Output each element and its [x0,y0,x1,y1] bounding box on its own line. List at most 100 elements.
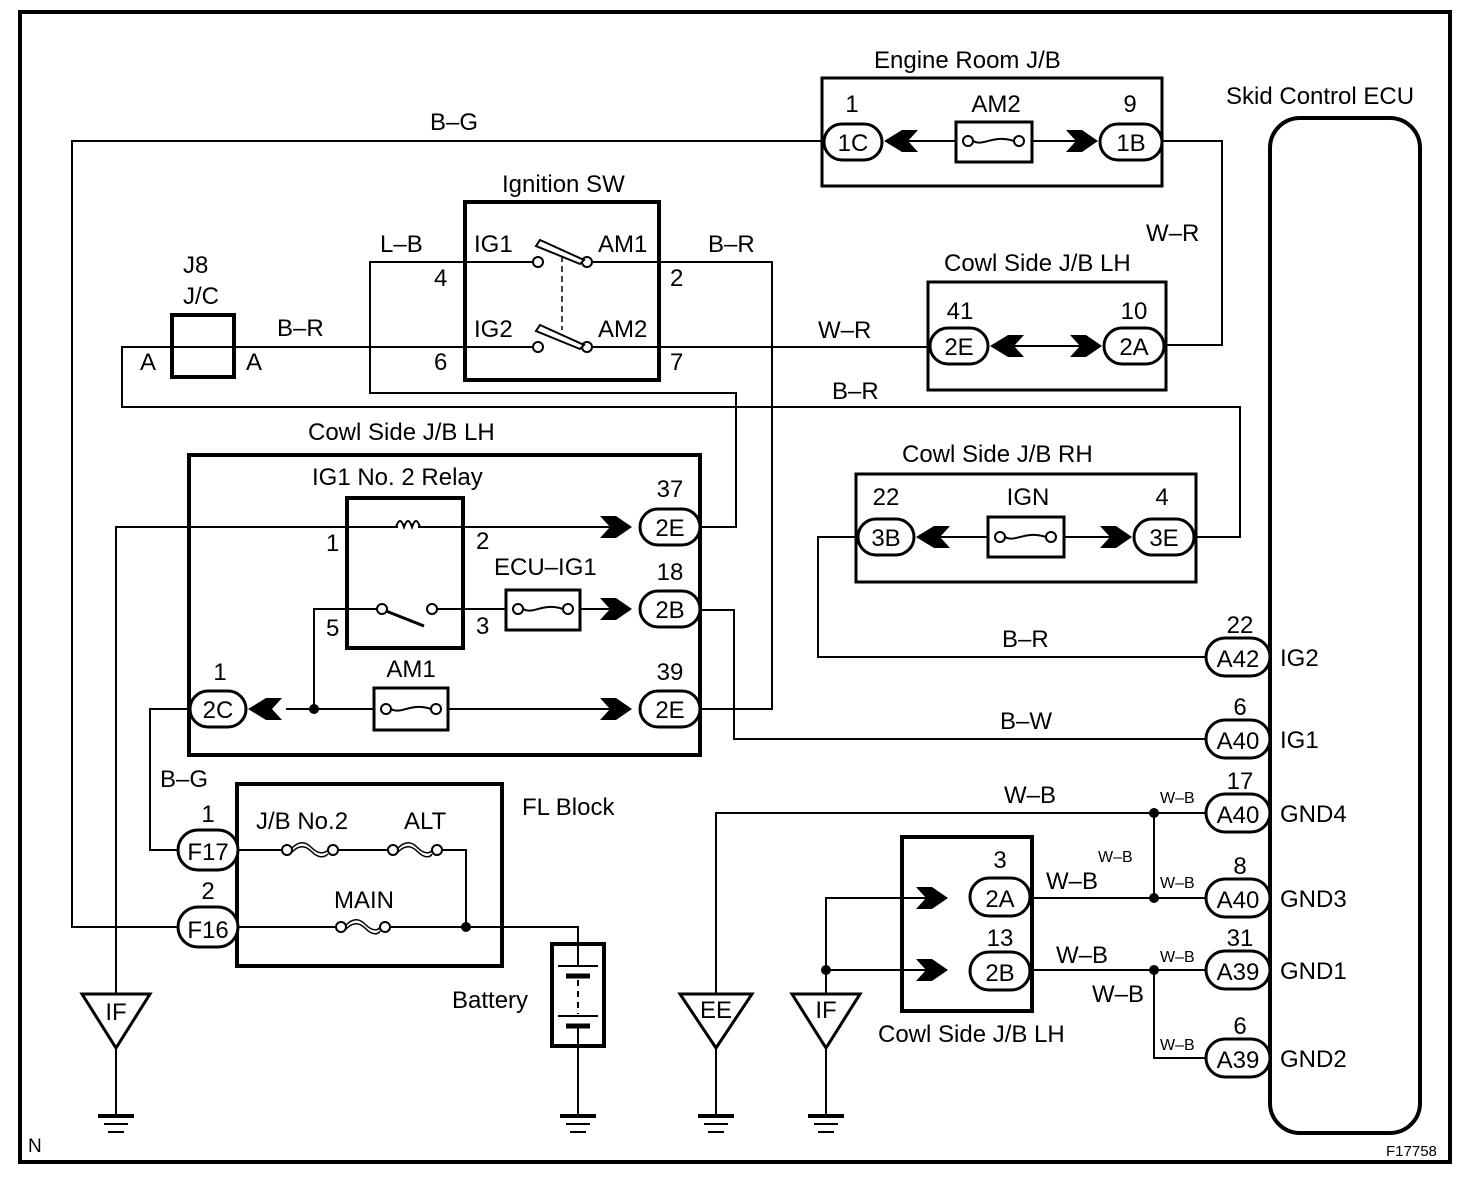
fusible-link-main [335,919,391,935]
switch-blade-icon [534,323,586,351]
engine-room-jb-title: Engine Room J/B [874,47,1061,74]
svg-text:IG1 No. 2 Relay: IG1 No. 2 Relay [312,464,483,491]
wire-br-am1 [587,261,773,710]
wire-label: B–G [160,766,208,793]
connector-2b-bottom [968,950,1032,992]
ignition-sw-title: Ignition SW [502,171,625,198]
ecu-terminal-pin: 8 [1233,853,1246,880]
ecu-connector [1204,877,1272,919]
ground-battery [560,1114,596,1133]
junction-dot [309,704,319,714]
svg-text:Cowl Side J/B LH: Cowl Side J/B LH [308,419,495,446]
connector-2b-18 [638,589,702,629]
svg-text:4: 4 [434,265,447,292]
ground-if-right: IF [789,992,863,1133]
wire-br-ig2 [121,346,1241,538]
ecu-terminal-pin: 6 [1233,694,1246,721]
svg-text:22: 22 [873,484,900,511]
svg-text:5: 5 [326,615,339,642]
svg-text:2E: 2E [655,515,684,542]
svg-text:2A: 2A [985,886,1014,913]
svg-text:7: 7 [670,349,683,376]
junction-dots [309,704,1159,975]
wire-label: L–B [380,231,423,258]
svg-text:2B: 2B [655,597,684,624]
engine-room-jb: Engine Room J/B 1 1C AM2 9 1B [820,47,1164,188]
svg-text:3: 3 [476,613,489,640]
svg-text:1: 1 [213,659,226,686]
ecu-connector-code: A40 [1217,887,1260,914]
cowl-side-jb-lh-top: Cowl Side J/B LH 41 2E 10 2A [926,250,1168,392]
connector-2e-37 [638,507,702,547]
wire-label: W–B [1160,790,1195,807]
connector-2a [1102,326,1166,366]
skid-ecu-title: Skid Control ECU [1226,83,1414,110]
wire-label: W–B [1046,868,1098,895]
wire-bw-a40 [700,609,1206,740]
connector-2a-bottom [968,876,1032,918]
wire-label: W–B [1098,849,1133,866]
ignition-switch: Ignition SW IG1 AM1 IG2 AM2 4 2 6 7 [370,171,683,382]
svg-text:IG2: IG2 [474,316,513,343]
svg-text:AM2: AM2 [598,316,647,343]
wire-label: W–B [1056,942,1108,969]
fusible-link-alt [387,842,443,858]
svg-text:13: 13 [987,925,1014,952]
connector-2e-39 [638,689,702,729]
ground-point-icon [789,992,863,1051]
wire-bg-f17 [149,708,190,851]
junction-dot [821,965,831,975]
earth-ground-icon [98,1114,134,1133]
svg-text:3: 3 [993,847,1006,874]
ground-ee: EE [677,992,755,1133]
ecu-terminal-pin: 6 [1233,1013,1246,1040]
connector-3e [1132,517,1196,557]
ground-point-icon [79,992,153,1051]
svg-text:J/B No.2: J/B No.2 [256,808,348,835]
connector-1b [1098,122,1164,162]
relay-contact-icon [385,609,425,628]
wire-label: B–R [708,231,755,258]
wire-label: W–B [1160,949,1195,966]
ecu-connector-code: A39 [1217,1047,1260,1074]
svg-text:1C: 1C [838,130,869,157]
svg-text:6: 6 [434,349,447,376]
svg-text:3E: 3E [1149,525,1178,552]
svg-text:1B: 1B [1116,130,1145,157]
svg-text:ALT: ALT [404,808,447,835]
wire-label: W–R [818,317,871,344]
svg-text:IF: IF [105,999,126,1026]
cowl-side-jb-rh: Cowl Side J/B RH 22 3B IGN 4 3E [854,441,1198,584]
svg-text:2B: 2B [985,960,1014,987]
ecu-terminal-name: IG2 [1280,645,1319,672]
svg-text:2E: 2E [655,697,684,724]
earth-ground-icon [808,1114,844,1133]
connector-arrow-icon [1066,130,1098,152]
fusible-link-jb2 [281,842,339,858]
wire-label: B–R [277,315,324,342]
fl-block: FL Block J/B No.2 ALT MAIN 1 F17 2 F16 [176,782,615,968]
ecu-terminal-name: GND4 [1280,801,1347,828]
wire-bg-main [71,140,822,928]
svg-text:39: 39 [657,659,684,686]
junction-dot [1149,965,1159,975]
svg-text:J8: J8 [183,252,208,279]
svg-text:ECU–IG1: ECU–IG1 [494,554,597,581]
svg-text:1: 1 [845,91,858,118]
wire-label: B–W [1000,708,1052,735]
ecu-connector [1204,1037,1272,1079]
wire-wb-gnd4 [715,812,1206,993]
connector-arrow-icon [600,598,632,620]
ecu-terminal-name: GND1 [1280,958,1347,985]
svg-text:AM1: AM1 [386,656,435,683]
svg-text:A: A [246,349,262,376]
wire-label: B–R [832,378,879,405]
svg-text:A: A [140,349,156,376]
wire-label: B–R [1002,626,1049,653]
wire-labels: B–G L–B B–R B–R W–R W–R B–R B–R B–W B–G … [160,109,1199,1054]
wire-label: W–B [1160,875,1195,892]
connector-arrow-icon [990,335,1024,357]
